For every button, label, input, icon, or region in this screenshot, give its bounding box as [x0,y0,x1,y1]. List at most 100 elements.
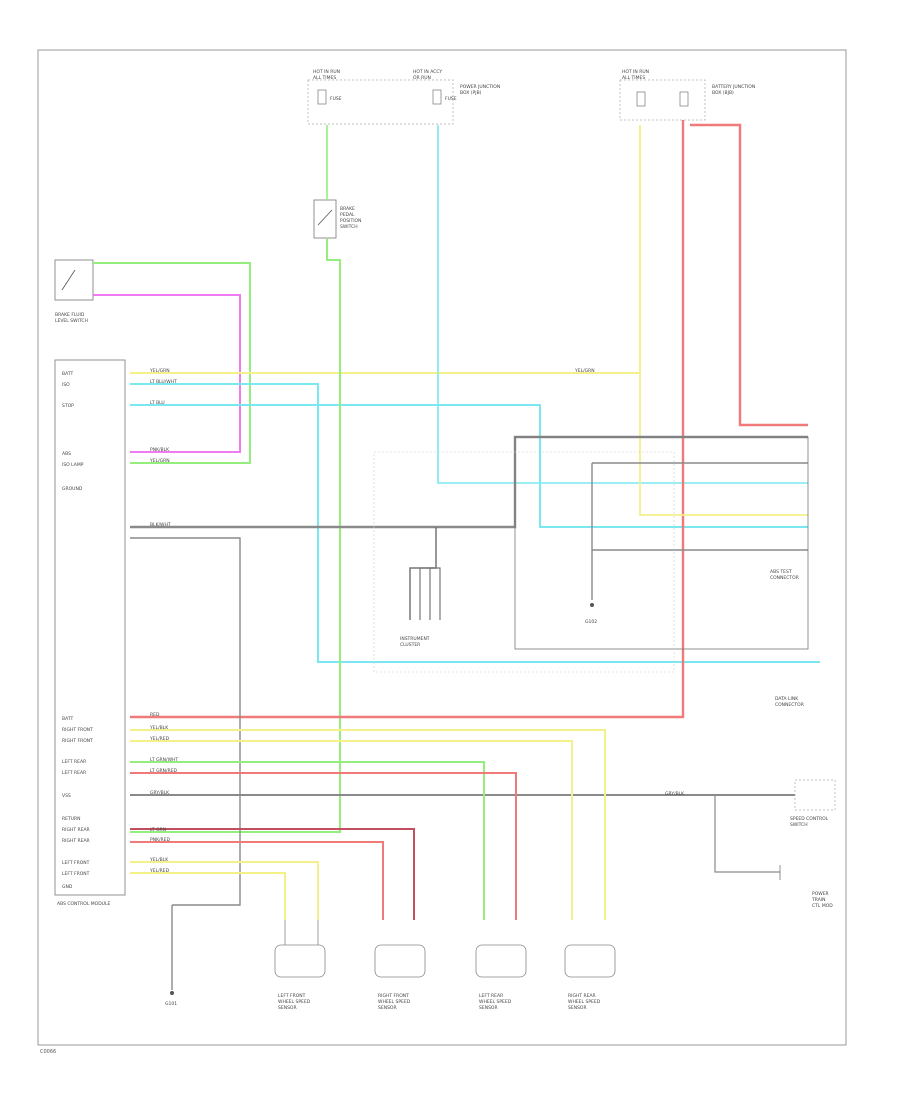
diagram-code: C0066 [40,1049,56,1055]
svg-text:YEL/RED: YEL/RED [149,736,170,742]
hot-accessory-label: HOT IN ACCY [413,69,442,75]
svg-text:ALL TIMES: ALL TIMES [622,75,645,81]
wire-yellow-batt [130,125,641,374]
svg-text:CONNECTOR: CONNECTOR [775,702,804,708]
pjb-label: POWER JUNCTION [460,84,500,90]
svg-text:RIGHT FRONT: RIGHT FRONT [62,727,93,733]
svg-text:LEFT REAR: LEFT REAR [479,993,503,999]
speed-control-switch: SPEED CONTROL SWITCH [790,779,836,828]
svg-text:PNK/BLK: PNK/BLK [150,447,170,453]
svg-text:LEFT FRONT: LEFT FRONT [278,993,306,999]
svg-text:RETURN: RETURN [62,816,81,822]
svg-text:TRAIN: TRAIN [811,897,825,903]
fuse-box-battery-junction: HOT IN RUN ALL TIMES BATTERY JUNCTION BO… [619,69,755,121]
wire-red-rr2 [130,828,415,920]
svg-text:SPEED CONTROL: SPEED CONTROL [790,816,829,822]
svg-text:RIGHT REAR: RIGHT REAR [62,838,90,844]
svg-text:YEL/GRN: YEL/GRN [149,368,170,374]
wire-red-batt2 [690,123,808,427]
wire-red-rr1 [130,841,384,920]
svg-text:RIGHT FRONT: RIGHT FRONT [378,993,409,999]
powertrain-control-module: POWER TRAIN CTL MOD [779,865,833,909]
fuse-box-power-junction: HOT IN RUN ALL TIMES HOT IN ACCY OR RUN … [307,69,500,125]
svg-text:LT GRN: LT GRN [150,827,166,833]
svg-text:SENSOR: SENSOR [378,1005,397,1011]
svg-text:LEVEL SWITCH: LEVEL SWITCH [55,318,88,324]
svg-text:BLK/WHT: BLK/WHT [150,522,171,528]
sensor-right-rear: RIGHT REAR WHEEL SPEED SENSOR [564,944,616,1011]
wire-yel-lf1 [130,861,319,920]
svg-text:LT BLU: LT BLU [150,400,165,406]
svg-text:WHEEL SPEED: WHEEL SPEED [479,999,512,1005]
wire-gray-ground [130,435,808,529]
wire-red-batt [130,120,685,719]
sensor-left-rear: LEFT REAR WHEEL SPEED SENSOR [475,944,527,1011]
svg-text:BOX (BJB): BOX (BJB) [712,90,734,96]
svg-text:VSS: VSS [62,793,71,799]
module-pin-labels: BATT ISO STOP ABS ISO LAMP GROUND BATT R… [62,371,93,890]
hot-run-label: HOT IN RUN [313,69,340,75]
svg-text:STOP: STOP [62,403,74,409]
wire-yel-grn-fluid [93,262,251,464]
svg-text:PEDAL: PEDAL [340,212,355,218]
wire-yellow-test [639,125,808,516]
cluster-box [373,451,675,673]
svg-text:LEFT FRONT: LEFT FRONT [62,871,90,877]
svg-text:ISO LAMP: ISO LAMP [62,462,84,468]
wire-labels: YEL/GRN LT BLU/WHT LT BLU PNK/BLK YEL/GR… [149,368,685,874]
svg-text:HOT IN RUN: HOT IN RUN [622,69,649,75]
wire-gray-pcm [714,795,780,873]
wire-gray-ground2 [130,537,241,906]
svg-text:LT BLU/WHT: LT BLU/WHT [150,379,177,385]
wire-cyan-iso [130,383,820,663]
svg-text:CLUSTER: CLUSTER [400,642,420,648]
svg-text:GRY/BLK: GRY/BLK [150,790,170,796]
svg-text:RIGHT REAR: RIGHT REAR [568,993,596,999]
svg-text:LT GRN/RED: LT GRN/RED [150,768,178,774]
svg-text:ALL TIMES: ALL TIMES [313,75,336,81]
svg-text:YEL/GRN: YEL/GRN [574,368,595,374]
svg-text:SENSOR: SENSOR [278,1005,297,1011]
ground-symbol-g102: G102 [585,603,597,625]
svg-text:CTL MOD: CTL MOD [812,903,833,909]
wire-yel-rf1 [130,729,606,920]
svg-text:YEL/BLK: YEL/BLK [149,725,169,731]
sensor-right-front: RIGHT FRONT WHEEL SPEED SENSOR [374,944,426,1011]
svg-text:SWITCH: SWITCH [790,822,808,828]
svg-text:SENSOR: SENSOR [479,1005,498,1011]
svg-text:GND: GND [62,884,73,890]
svg-text:BRAKE FLUID: BRAKE FLUID [55,312,85,318]
svg-text:GROUND: GROUND [62,486,83,492]
svg-text:YEL/GRN: YEL/GRN [149,458,170,464]
data-link-label: DATA LINK [775,696,799,702]
svg-text:WHEEL SPEED: WHEEL SPEED [378,999,411,1005]
svg-text:GRY/BLK: GRY/BLK [665,791,685,797]
svg-text:PNK/RED: PNK/RED [150,837,171,843]
abs-control-module [54,359,126,896]
wire-green-lr1 [130,761,485,920]
brake-pedal-switch: BRAKE PEDAL POSITION SWITCH [313,199,361,239]
svg-text:WHEEL SPEED: WHEEL SPEED [568,999,601,1005]
wire-yel-lf2 [130,872,286,920]
svg-text:ISO: ISO [62,382,70,388]
cluster-label: INSTRUMENT [400,636,430,642]
svg-text:ABS: ABS [62,451,71,457]
svg-text:BOX (PJB): BOX (PJB) [460,90,482,96]
svg-text:LEFT FRONT: LEFT FRONT [62,860,90,866]
diagram-frame [37,49,847,1046]
svg-text:FUSE: FUSE [445,96,457,102]
svg-text:G101: G101 [165,1001,177,1007]
svg-text:WHEEL SPEED: WHEEL SPEED [278,999,311,1005]
svg-text:RED: RED [150,712,160,718]
svg-text:YEL/RED: YEL/RED [149,868,170,874]
brake-fluid-switch: BRAKE FLUID LEVEL SWITCH [54,259,94,324]
svg-text:BATT: BATT [62,371,73,377]
svg-text:BATT: BATT [62,716,73,722]
svg-text:CONNECTOR: CONNECTOR [770,575,799,581]
wire-green-brake2 [130,238,341,833]
module-label: ABS CONTROL MODULE [57,901,110,907]
abs-test-connector-box [514,436,809,650]
svg-text:RIGHT REAR: RIGHT REAR [62,827,90,833]
svg-text:LEFT REAR: LEFT REAR [62,759,86,765]
